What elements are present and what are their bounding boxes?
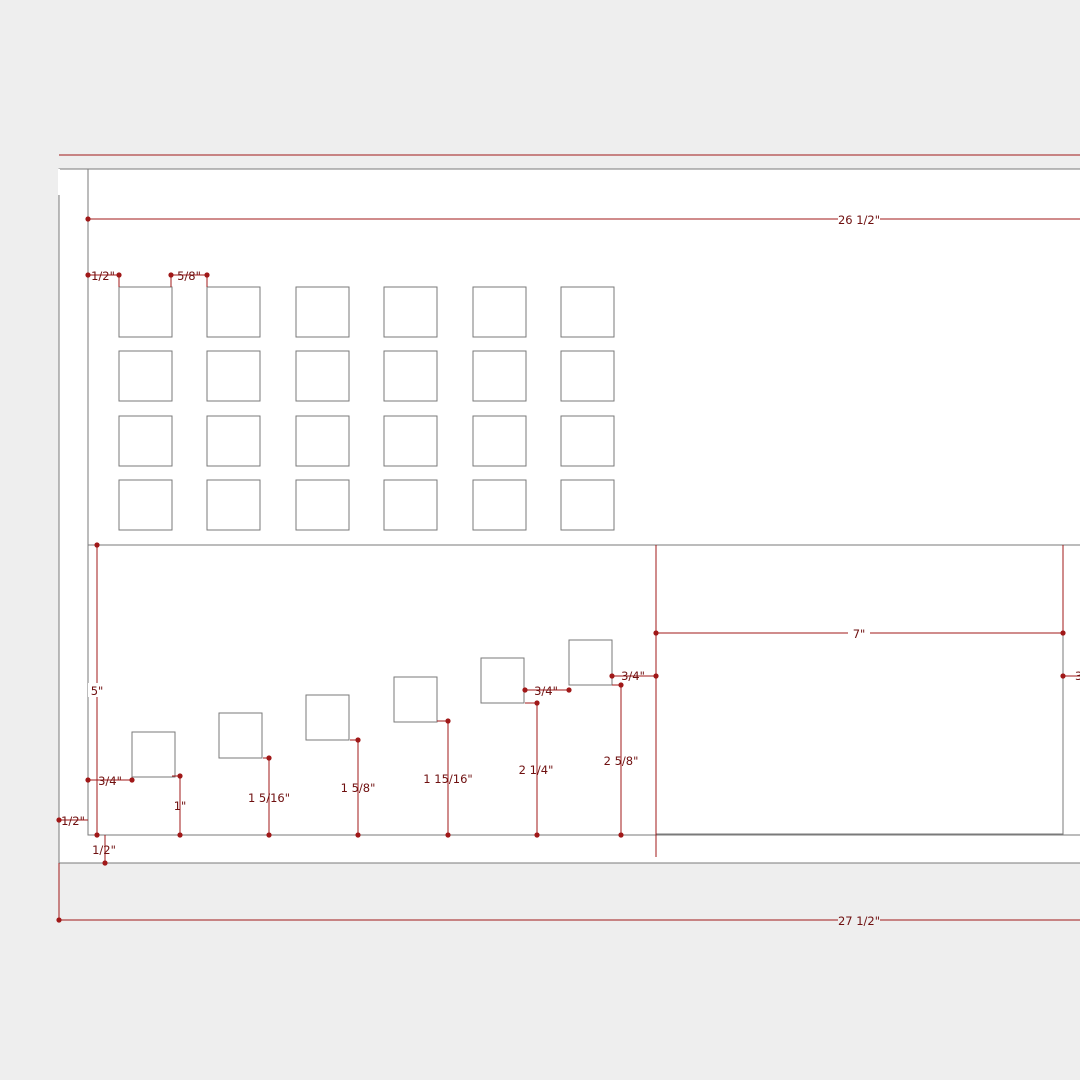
dimension-endpoint: [566, 687, 572, 693]
dim-overall-outer: 27 1/2": [838, 914, 880, 928]
dim-grid-left-margin: 1/2": [91, 269, 115, 283]
grid-square: [295, 479, 350, 531]
grid-square: [206, 479, 261, 531]
dimension-endpoint: [85, 272, 91, 278]
dim-gap-5-6: 3/4": [534, 684, 558, 698]
dim-step-3: 1 5/8": [341, 781, 376, 795]
step-square: [480, 657, 525, 704]
step-square: [568, 639, 613, 686]
dimension-endpoint: [94, 542, 100, 548]
dim-step-4: 1 15/16": [423, 772, 472, 786]
dimension-endpoint: [609, 673, 615, 679]
step-square: [131, 731, 176, 778]
dimension-endpoint: [102, 860, 108, 866]
dimension-endpoint: [355, 832, 361, 838]
grid-square: [472, 350, 527, 402]
dim-grid-gap: 5/8": [177, 269, 201, 283]
grid-square: [295, 286, 350, 338]
step-square: [305, 694, 350, 741]
dimension-endpoint: [56, 817, 62, 823]
dim-box-width: 7": [853, 627, 866, 641]
dimension-endpoint: [1060, 630, 1066, 636]
step-square: [393, 676, 438, 723]
stepped-squares: [131, 639, 613, 778]
grid-square: [206, 415, 261, 467]
grid-square: [560, 479, 615, 531]
dim-lower-height: 5": [91, 684, 104, 698]
dim-step-6: 2 5/8": [604, 754, 639, 768]
right-box: [655, 544, 1064, 835]
grid-square: [472, 415, 527, 467]
dim-right-clipped: 3: [1075, 669, 1080, 683]
dimension-endpoint: [177, 832, 183, 838]
grid-square: [295, 350, 350, 402]
dimension-endpoint: [534, 832, 540, 838]
dimension-endpoint: [653, 630, 659, 636]
grid-square: [560, 415, 615, 467]
grid-square: [383, 286, 438, 338]
grid-square: [383, 415, 438, 467]
grid-square: [560, 350, 615, 402]
dimension-endpoint: [56, 917, 62, 923]
square-grid: [118, 286, 615, 531]
grid-square: [472, 286, 527, 338]
dimension-endpoint: [618, 832, 624, 838]
step-square: [218, 712, 263, 759]
dimension-endpoint: [129, 777, 135, 783]
dimension-labels: 26 1/2" 1/2" 5/8" 5" 3/4" 1/2" 1/2" 1" 1…: [61, 212, 1080, 928]
dimension-endpoint: [94, 832, 100, 838]
dimension-endpoint: [445, 832, 451, 838]
grid-square: [118, 415, 173, 467]
grid-square: [206, 286, 261, 338]
dimension-endpoint: [522, 687, 528, 693]
dim-left-edge: 1/2": [61, 814, 85, 828]
dim-bottom-edge: 1/2": [92, 843, 116, 857]
dimension-endpoint: [85, 216, 91, 222]
grid-square: [118, 286, 173, 338]
dimension-endpoint: [1060, 673, 1066, 679]
grid-square: [206, 350, 261, 402]
dim-step-5: 2 1/4": [519, 763, 554, 777]
grid-square: [560, 286, 615, 338]
dim-overall-inner: 26 1/2": [838, 213, 880, 227]
grid-square: [295, 415, 350, 467]
grid-square: [383, 350, 438, 402]
grid-square: [118, 350, 173, 402]
grid-square: [383, 479, 438, 531]
dim-step-1: 1": [174, 799, 187, 813]
dimension-endpoint: [85, 777, 91, 783]
grid-square: [472, 479, 527, 531]
dim-step-2: 1 5/16": [248, 791, 290, 805]
dim-first-square-offset: 3/4": [98, 774, 122, 788]
dimension-endpoint: [266, 832, 272, 838]
grid-square: [118, 479, 173, 531]
dim-gap-6-box: 3/4": [621, 669, 645, 683]
